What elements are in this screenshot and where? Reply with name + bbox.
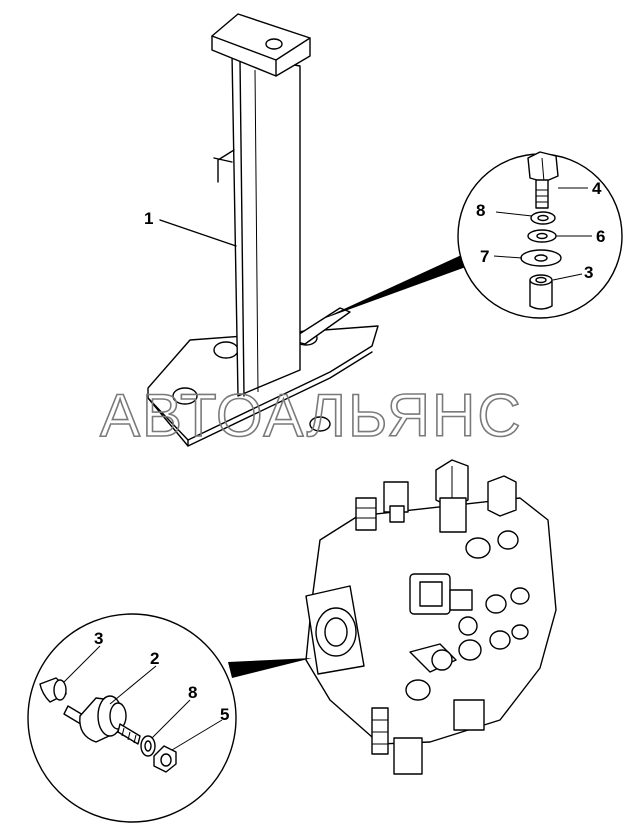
callout-8-top: 8 <box>476 201 485 220</box>
top-detail-pointer <box>320 252 474 320</box>
callout-1-leader <box>159 219 237 247</box>
callout-1: 1 <box>144 209 153 228</box>
control-valve <box>305 459 557 775</box>
bolt-part-4 <box>527 151 559 209</box>
callout-2: 2 <box>150 649 159 668</box>
mounting-bracket <box>147 13 379 447</box>
watermark: АВТОАЛЬЯНС <box>100 382 523 449</box>
callout-6: 6 <box>596 227 605 246</box>
top-detail-view <box>320 151 623 320</box>
callout-5: 5 <box>220 705 229 724</box>
bottom-detail-view <box>27 613 312 823</box>
callout-7: 7 <box>480 247 489 266</box>
callout-4: 4 <box>592 179 602 198</box>
callout-8-bottom: 8 <box>188 683 197 702</box>
callout-3-bottom: 3 <box>94 629 103 648</box>
callout-3-top: 3 <box>584 263 593 282</box>
bottom-detail-pointer <box>228 658 312 678</box>
